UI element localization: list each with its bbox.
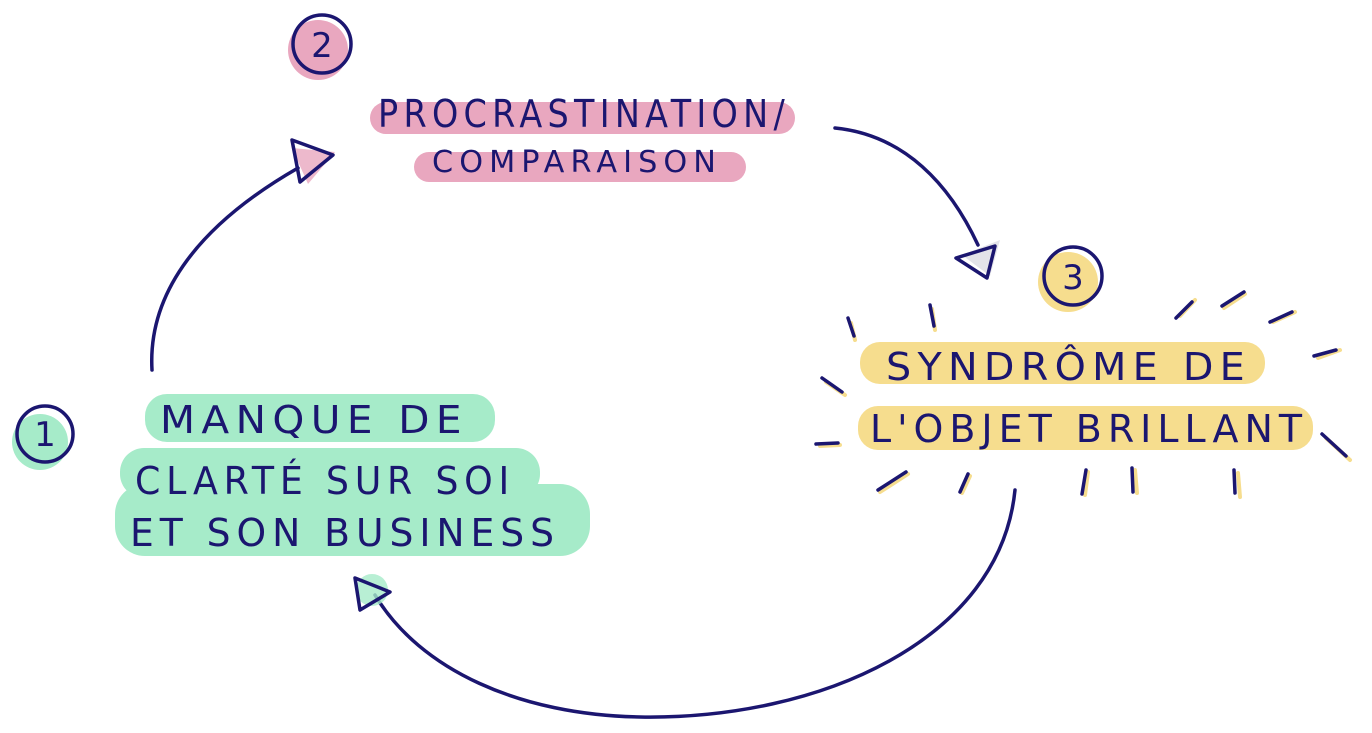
step-2-line-1: PROCRASTINATION/ — [378, 92, 790, 136]
step-2-number: 2 — [311, 26, 333, 66]
step-1-number: 1 — [34, 415, 56, 455]
step-1-line-1: MANQUE DE — [160, 398, 468, 442]
step-2-badge — [291, 13, 353, 75]
step-2-line-2: COMPARAISON — [432, 145, 722, 180]
highlight-bar — [145, 394, 495, 442]
arrowhead-shadow — [292, 148, 335, 184]
highlight-bar — [860, 342, 1265, 384]
step-1-line-2: CLARTÉ SUR SOI — [135, 459, 515, 503]
step-3: 3 SYNDRÔME DE L'OBJET BRILLANT — [814, 245, 1352, 499]
step-3-badge — [1042, 245, 1104, 307]
step-3-line-2: L'OBJET BRILLANT — [870, 407, 1308, 451]
arrow-3-to-1 — [353, 488, 1017, 719]
step-1: 1 MANQUE DE CLARTÉ SUR SOI ET SON BUSINE… — [12, 394, 590, 556]
arrowhead-icon — [954, 244, 997, 280]
highlight-bar — [414, 152, 746, 182]
step-3-line-1: SYNDRÔME DE — [886, 345, 1251, 389]
arrowhead-icon — [353, 576, 392, 612]
arrowhead-icon — [290, 138, 335, 184]
highlight-bar — [115, 484, 590, 556]
step-1-line-3: ET SON BUSINESS — [130, 511, 560, 555]
sparkle-rays — [814, 290, 1352, 499]
step-1-badge — [15, 404, 75, 464]
highlight-bar — [370, 102, 795, 134]
step-2: 2 PROCRASTINATION/ COMPARAISON — [288, 13, 795, 182]
arrow-2-to-3 — [833, 126, 1000, 280]
highlight-bar — [858, 406, 1313, 450]
step-3-number: 3 — [1062, 258, 1084, 298]
arrow-1-to-2 — [150, 138, 335, 372]
